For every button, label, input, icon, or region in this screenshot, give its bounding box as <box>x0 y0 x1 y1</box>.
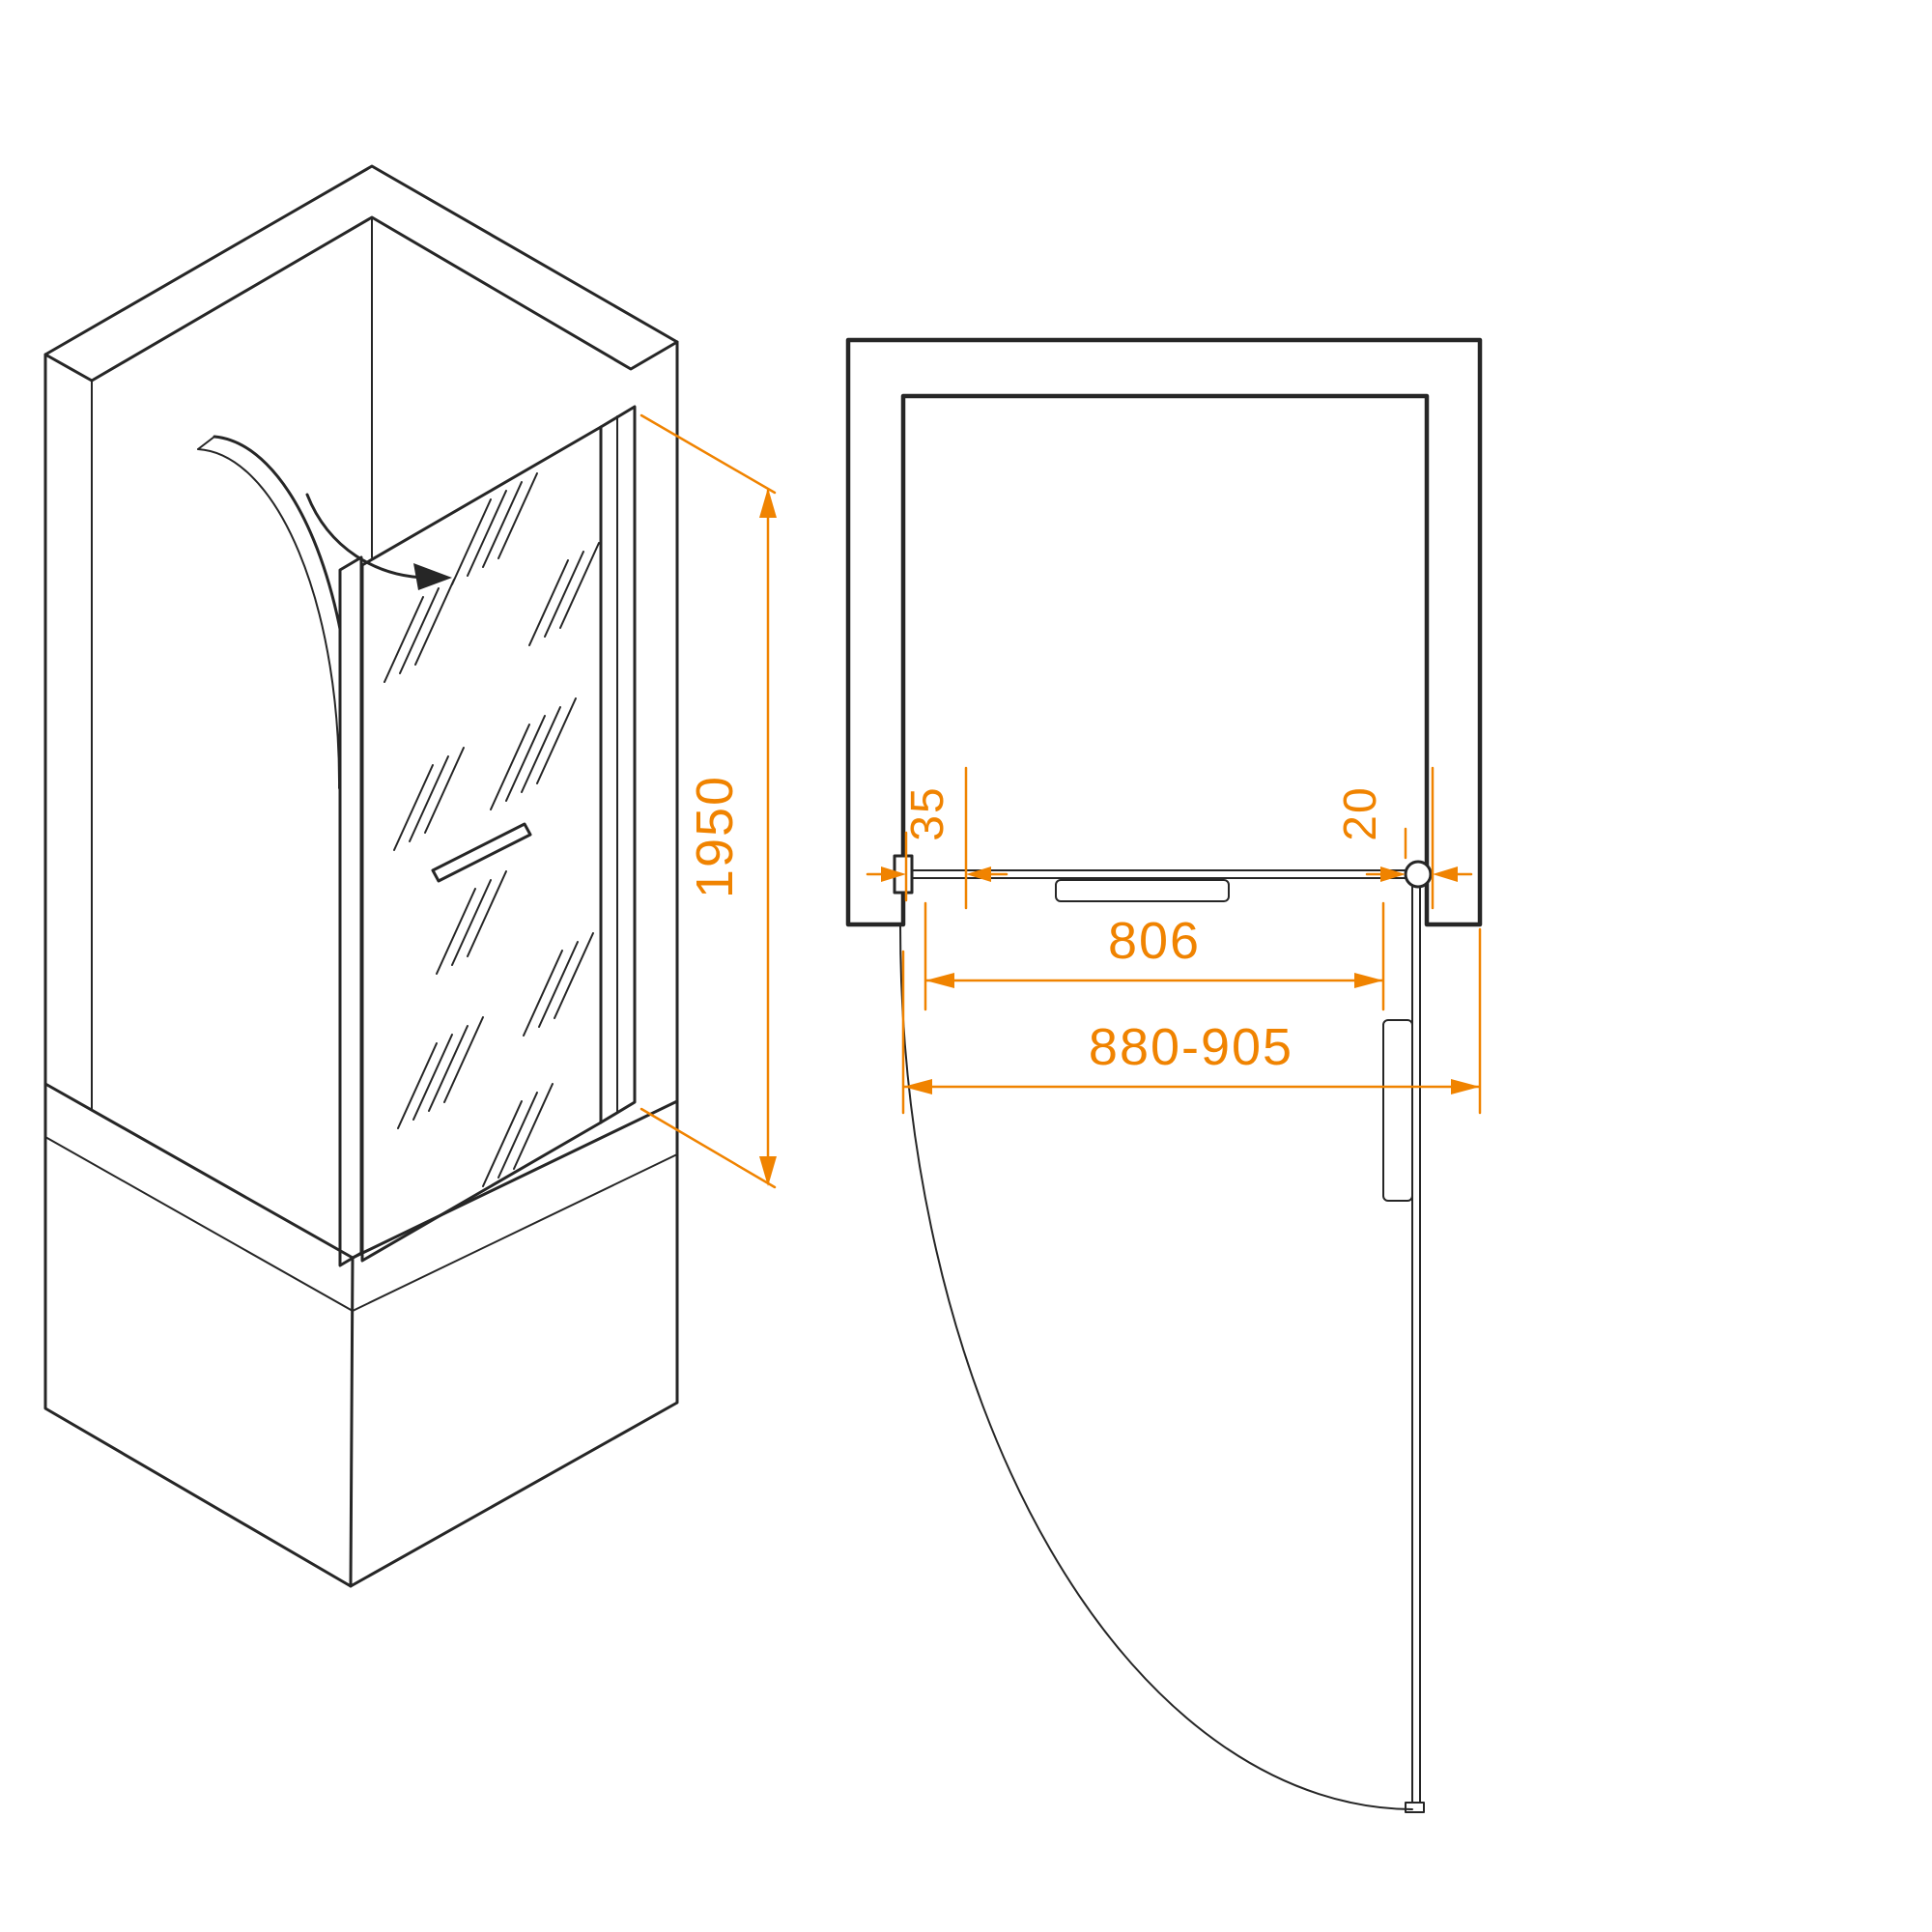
arrow-right-icon <box>1354 973 1383 988</box>
wall-top-strips <box>43 164 679 383</box>
arrow-right-icon <box>881 867 906 882</box>
dimension-wall-profile-label: 35 <box>902 785 953 840</box>
isometric-view: 1950 <box>43 164 777 1588</box>
arrow-up-icon <box>759 488 777 518</box>
plan-swing-arc <box>899 924 1413 1810</box>
door-swing-arrowhead-icon <box>413 563 452 590</box>
plan-door-closed <box>911 869 1409 879</box>
wall-cutaway-curve <box>213 435 355 775</box>
dimension-wall-profile: 35 <box>866 766 1009 910</box>
plan-view: 35 20 806 880-905 <box>845 337 1483 1813</box>
arrow-left-icon <box>966 867 991 882</box>
plan-handle-open <box>1382 1019 1413 1202</box>
left-wall-profile <box>338 555 363 1267</box>
plan-walls <box>845 337 1483 927</box>
door-handle <box>431 822 532 883</box>
dimension-hinge-gap-label: 20 <box>1335 785 1386 840</box>
dimension-glass-width-label: 806 <box>1108 912 1201 970</box>
door-swing-arrow <box>305 493 429 580</box>
dimension-door-height: 1950 <box>639 413 777 1189</box>
arrow-right-icon <box>1380 867 1406 882</box>
dimension-height-label: 1950 <box>686 775 744 898</box>
wall-cutaway-top-edge <box>197 436 215 450</box>
plan-door-open <box>1411 886 1421 1805</box>
wall-cutaway-curve-inner <box>197 448 341 789</box>
dimension-hinge-gap: 20 <box>1335 766 1473 910</box>
glass-hatching <box>384 472 600 1187</box>
shower-tray-base <box>43 1082 679 1588</box>
arrow-left-icon <box>903 1079 932 1094</box>
arrow-left-icon <box>1433 867 1458 882</box>
plan-handle-closed <box>1055 879 1230 902</box>
arrow-left-icon <box>925 973 954 988</box>
dimension-overall-width-label: 880-905 <box>1089 1018 1293 1076</box>
arrow-right-icon <box>1451 1079 1480 1094</box>
plan-door-open-cap <box>1405 1802 1425 1813</box>
dimension-overall-width: 880-905 <box>901 927 1482 1115</box>
arrow-down-icon <box>759 1156 777 1186</box>
plan-pivot-hinge <box>1404 860 1433 889</box>
dimension-glass-width: 806 <box>923 901 1385 1011</box>
